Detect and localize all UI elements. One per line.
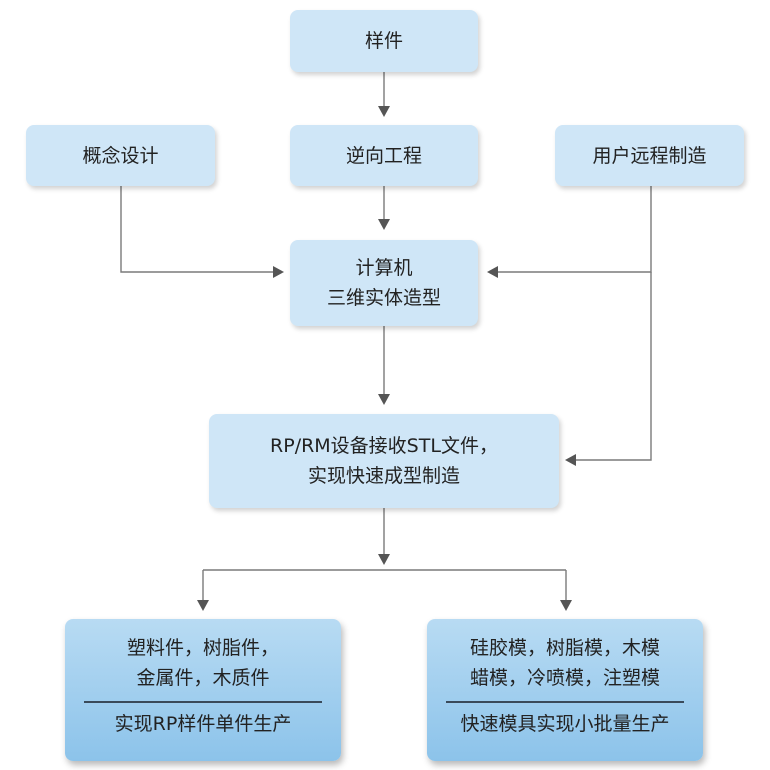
arrowhead-split [378,554,390,565]
node-rp-parts-divider [84,701,322,703]
node-remote-manufacturing: 用户远程制造 [555,125,744,186]
node-rapid-molds-footer: 快速模具实现小批量生产 [460,713,670,735]
edge-concept-to-cad [120,186,273,273]
node-remote-manufacturing-label: 用户远程制造 [592,144,707,167]
arrowhead-rp-top [378,394,390,405]
arrowhead-reverse [378,106,390,117]
node-rp-line2: 实现快速成型制造 [307,465,460,487]
node-sample: 样件 [290,10,478,72]
node-rp-parts: 塑料件，树脂件， 金属件，木质件 实现RP样件单件生产 [65,619,341,761]
node-rp-line1: RP/RM设备接收STL文件， [270,435,498,457]
node-cad-line2: 三维实体造型 [326,287,441,309]
node-concept-design-label: 概念设计 [82,144,159,167]
node-cad-modeling: 计算机 三维实体造型 [290,240,478,326]
node-reverse-engineering: 逆向工程 [290,125,478,186]
arrowhead-rp-right [565,454,576,466]
node-rp-manufacturing: RP/RM设备接收STL文件， 实现快速成型制造 [209,414,559,508]
arrowhead-left-output [197,600,209,611]
node-concept-design: 概念设计 [26,125,215,186]
node-rapid-molds-divider [446,701,684,703]
edge-remote-to-rp [576,272,652,461]
node-rp-parts-footer: 实现RP样件单件生产 [114,713,292,735]
node-reverse-engineering-label: 逆向工程 [345,144,422,167]
node-cad-line1: 计算机 [355,257,413,279]
arrowhead-cad-right [487,266,498,278]
arrowhead-cad-top [378,219,390,230]
node-rapid-molds-line1: 硅胶模，树脂模，木模 [469,637,660,659]
node-rp-parts-line2: 金属件，木质件 [136,667,270,689]
arrowhead-cad-left [273,266,284,278]
arrowhead-right-output [560,600,572,611]
node-rp-parts-line1: 塑料件，树脂件， [126,637,279,659]
node-sample-label: 样件 [364,30,403,52]
node-rapid-molds-line2: 蜡模，冷喷模，注塑模 [469,667,660,689]
node-rapid-molds: 硅胶模，树脂模，木模 蜡模，冷喷模，注塑模 快速模具实现小批量生产 [427,619,703,761]
edge-remote-to-cad [498,186,652,273]
